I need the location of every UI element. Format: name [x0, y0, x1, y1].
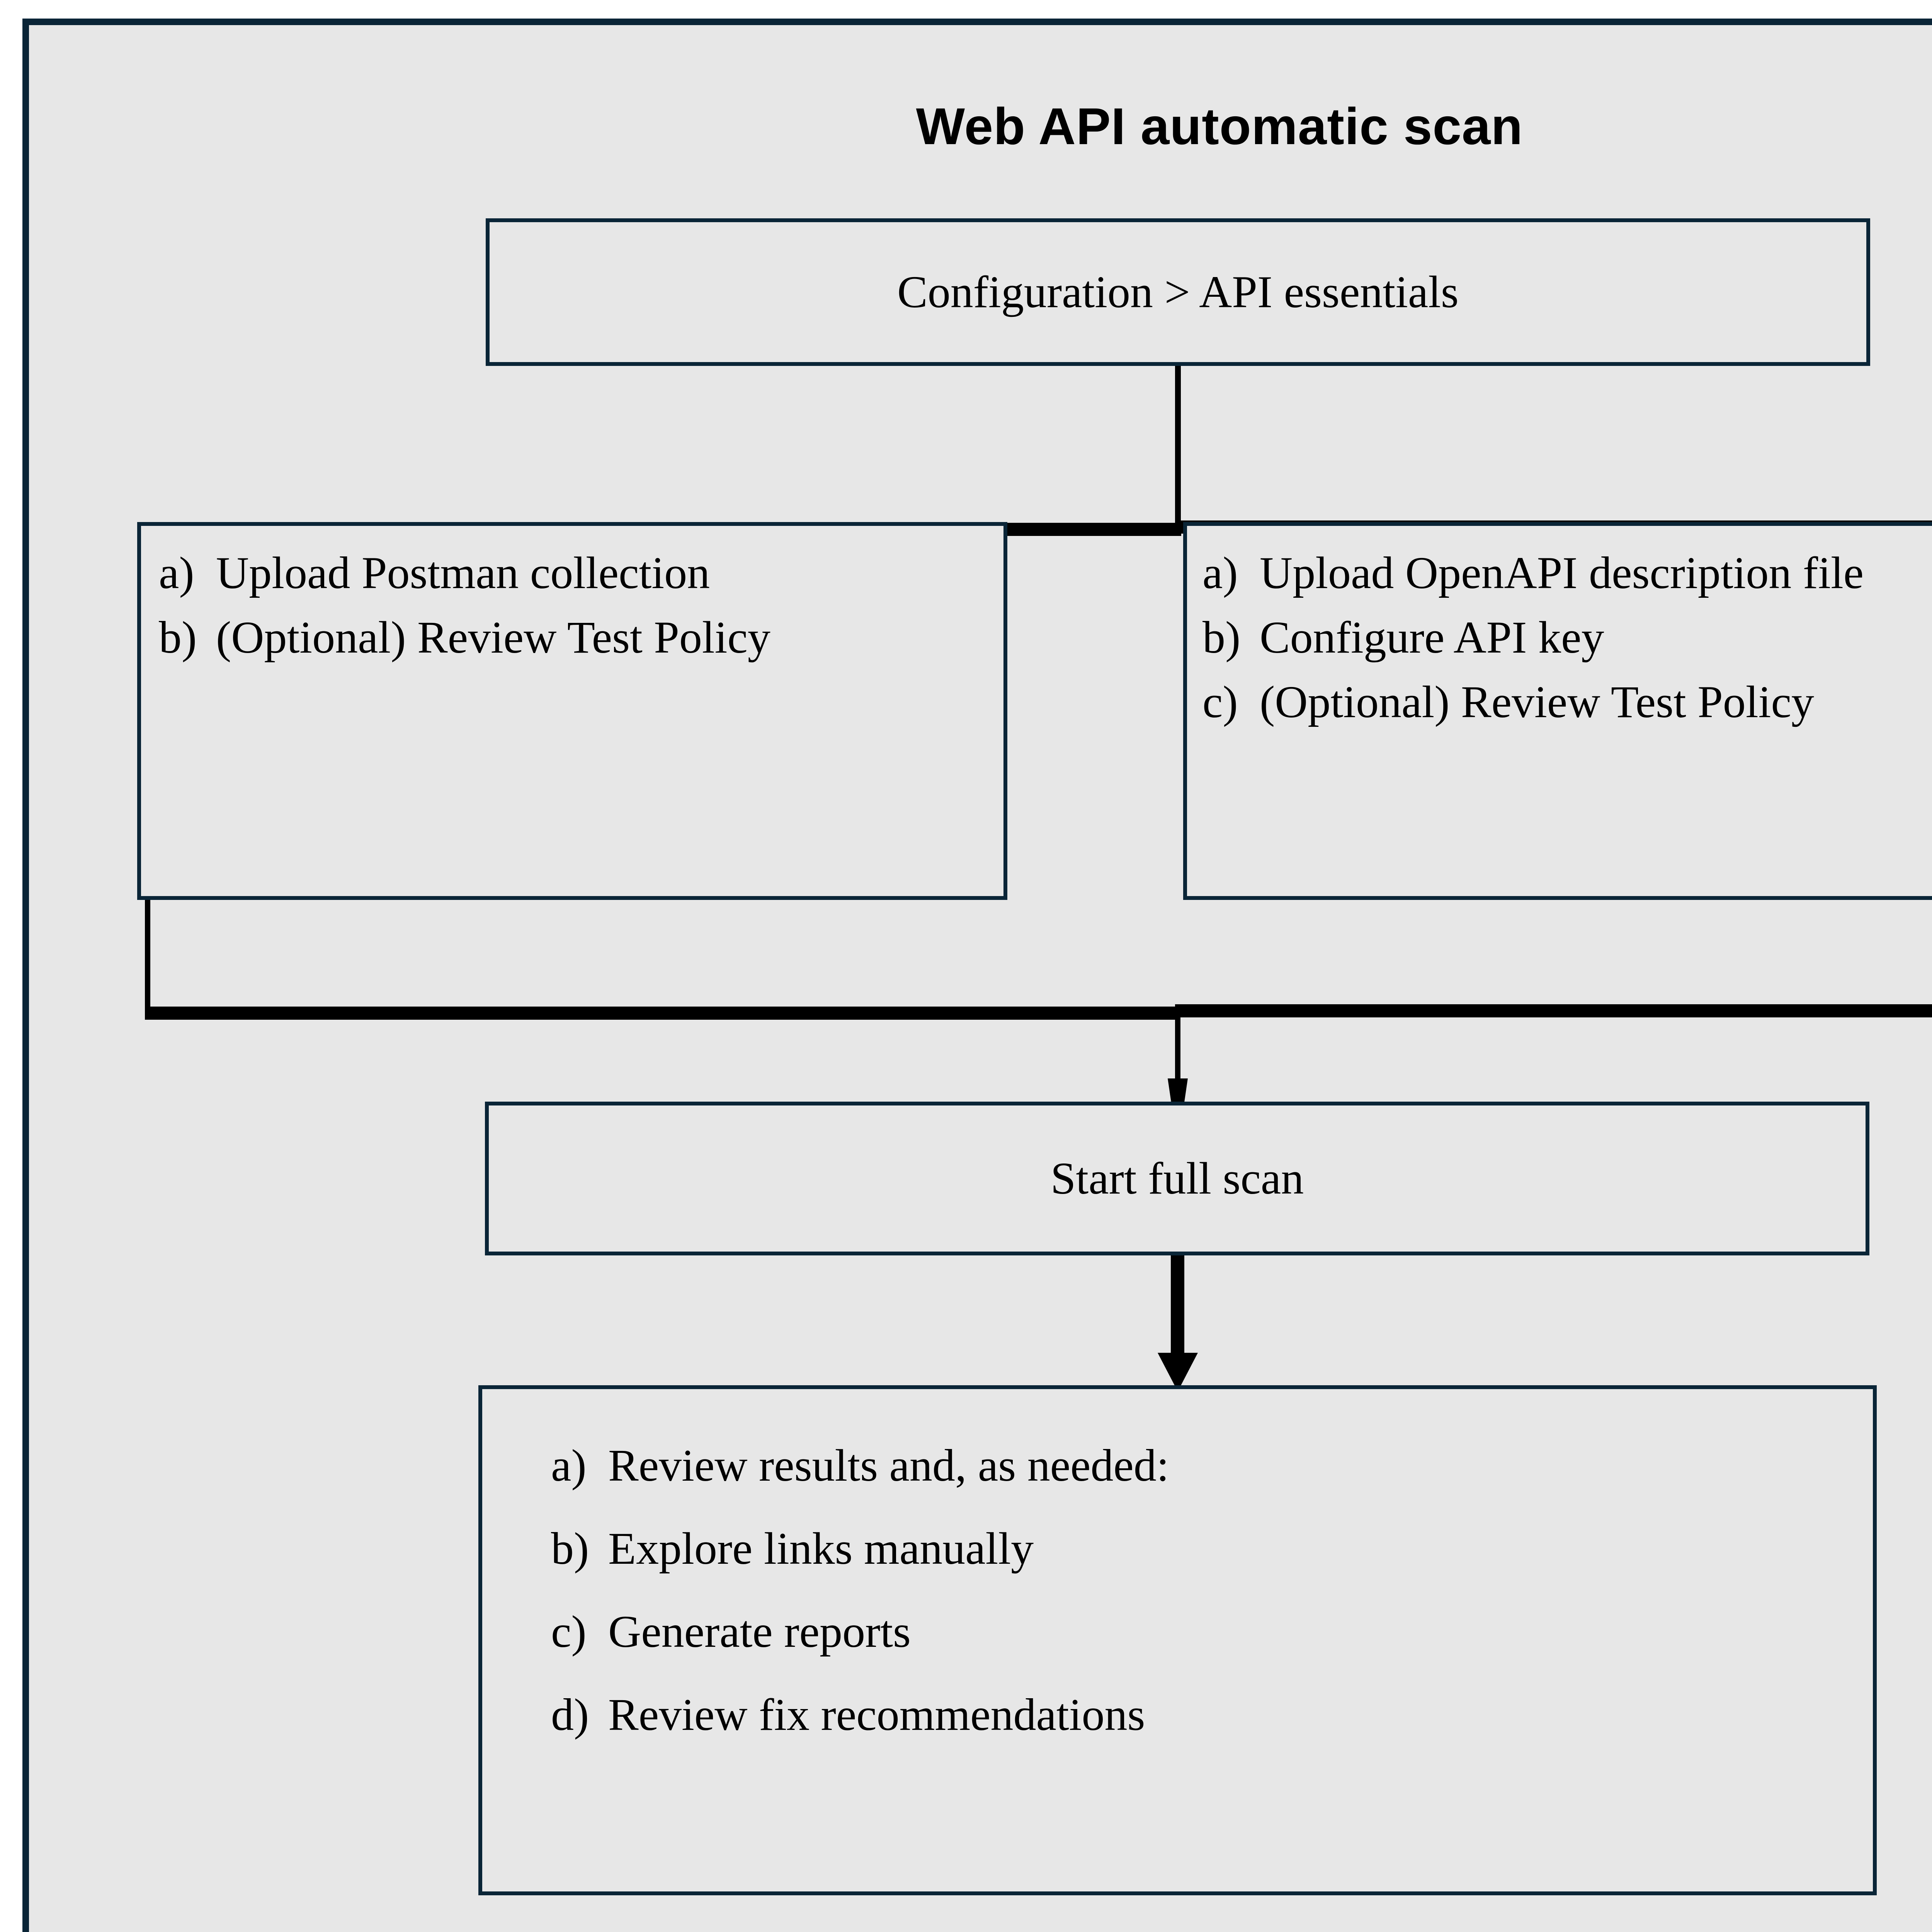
list-item-marker: c) — [1202, 676, 1238, 727]
list-item-text: Upload OpenAPI description file — [1260, 548, 1864, 598]
list-item-marker: b) — [1202, 612, 1241, 663]
list-item-marker: d) — [551, 1689, 589, 1740]
list-item[interactable]: a) Upload OpenAPI description file — [1202, 543, 1932, 604]
node-postman-collection[interactable]: a) Upload Postman collection b) (Optiona… — [137, 522, 1007, 900]
list-item[interactable]: b) Explore links manually — [551, 1519, 1857, 1579]
diagram-title: Web API automatic scan — [916, 98, 1523, 155]
node-configuration-api-essentials[interactable]: Configuration > API essentials — [486, 218, 1870, 366]
list-item[interactable]: c) Generate reports — [551, 1602, 1857, 1662]
list-item-marker: c) — [551, 1606, 587, 1657]
node-start-full-scan[interactable]: Start full scan — [485, 1102, 1869, 1255]
list-item-text: Upload Postman collection — [216, 548, 710, 598]
node-openapi-description[interactable]: a) Upload OpenAPI description file b) Co… — [1183, 522, 1932, 900]
openapi-item-list: a) Upload OpenAPI description file b) Co… — [1187, 526, 1932, 896]
postman-item-list: a) Upload Postman collection b) (Optiona… — [141, 526, 1003, 896]
list-item-text: (Optional) Review Test Policy — [1260, 676, 1814, 727]
connector-scan-to-results — [1171, 1255, 1184, 1357]
connector-merge-bar-left — [145, 1007, 1180, 1020]
list-item[interactable]: c) (Optional) Review Test Policy — [1202, 672, 1932, 733]
list-item[interactable]: a) Upload Postman collection — [159, 543, 988, 604]
list-item-text: Configure API key — [1260, 612, 1604, 663]
connector-merge-bar-right — [1175, 1004, 1932, 1017]
list-item[interactable]: a) Review results and, as needed: — [551, 1435, 1857, 1496]
results-item-list: a) Review results and, as needed: b) Exp… — [482, 1389, 1873, 1891]
node-results-actions[interactable]: a) Review results and, as needed: b) Exp… — [478, 1385, 1877, 1895]
diagram-outer-frame: Web API automatic scan Configuration > A… — [22, 19, 1932, 1932]
list-item-text: Review results and, as needed: — [608, 1440, 1169, 1491]
node-configuration-label: Configuration > API essentials — [897, 267, 1459, 318]
connector-fork-trunk — [1175, 366, 1181, 532]
connector-merge-left-stub — [145, 900, 150, 1009]
list-item[interactable]: b) (Optional) Review Test Policy — [159, 607, 988, 668]
list-item[interactable]: b) Configure API key — [1202, 607, 1932, 668]
list-item-text: Generate reports — [608, 1606, 911, 1657]
list-item-text: Explore links manually — [608, 1523, 1034, 1574]
list-item[interactable]: d) Review fix recommendations — [551, 1685, 1857, 1745]
arrowhead-to-results-box — [1158, 1353, 1198, 1391]
connector-merge-trunk — [1175, 1017, 1180, 1082]
node-start-full-scan-label: Start full scan — [1050, 1153, 1304, 1204]
list-item-marker: b) — [159, 612, 197, 663]
list-item-marker: a) — [159, 548, 194, 598]
list-item-marker: b) — [551, 1523, 589, 1574]
list-item-text: Review fix recommendations — [608, 1689, 1145, 1740]
list-item-marker: a) — [551, 1440, 587, 1491]
list-item-marker: a) — [1202, 548, 1238, 598]
list-item-text: (Optional) Review Test Policy — [216, 612, 770, 663]
